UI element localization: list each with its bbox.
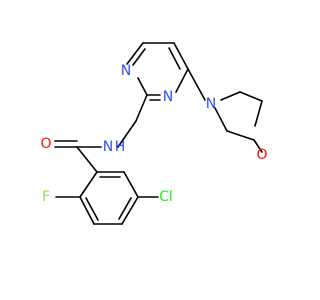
bond (226, 130, 255, 141)
atom-nitrogen-pyrimidine-1: N (121, 63, 131, 79)
atom-nitrogen-pyrimidine-2: N (163, 89, 173, 105)
bond (187, 68, 206, 101)
atom-nitrogen-morpholine: N (206, 96, 216, 112)
atom-oxygen-carbonyl: O (40, 136, 51, 152)
bonds (54, 42, 263, 225)
bond (123, 171, 139, 198)
atom-chlorine: Cl (159, 189, 173, 205)
atom-nitrogen-amide: N (103, 139, 113, 155)
atom-labels: O N H N N N O F Cl (40, 63, 267, 205)
structure-drawing: O N H N N N O F Cl (40, 42, 268, 225)
bond (117, 120, 137, 148)
bond (253, 139, 263, 153)
bond (220, 91, 241, 101)
bond (85, 197, 99, 221)
bond (118, 197, 132, 220)
atom-hydrogen-amide: H (115, 139, 126, 155)
bond (175, 68, 189, 93)
bond (173, 42, 189, 70)
bond (254, 100, 263, 127)
bond (132, 48, 146, 66)
bond (79, 196, 95, 225)
bond (137, 77, 148, 96)
bond (168, 47, 181, 70)
molecule-diagram: O N H N N N O F Cl (40, 42, 268, 225)
atom-fluorine: F (42, 189, 50, 205)
bond (214, 107, 228, 132)
bond (239, 91, 263, 102)
bond (121, 196, 139, 225)
bond (79, 171, 98, 198)
atom-oxygen-morpholine: O (256, 147, 267, 163)
bond (126, 42, 144, 65)
bond (135, 94, 148, 122)
bond (76, 146, 98, 173)
